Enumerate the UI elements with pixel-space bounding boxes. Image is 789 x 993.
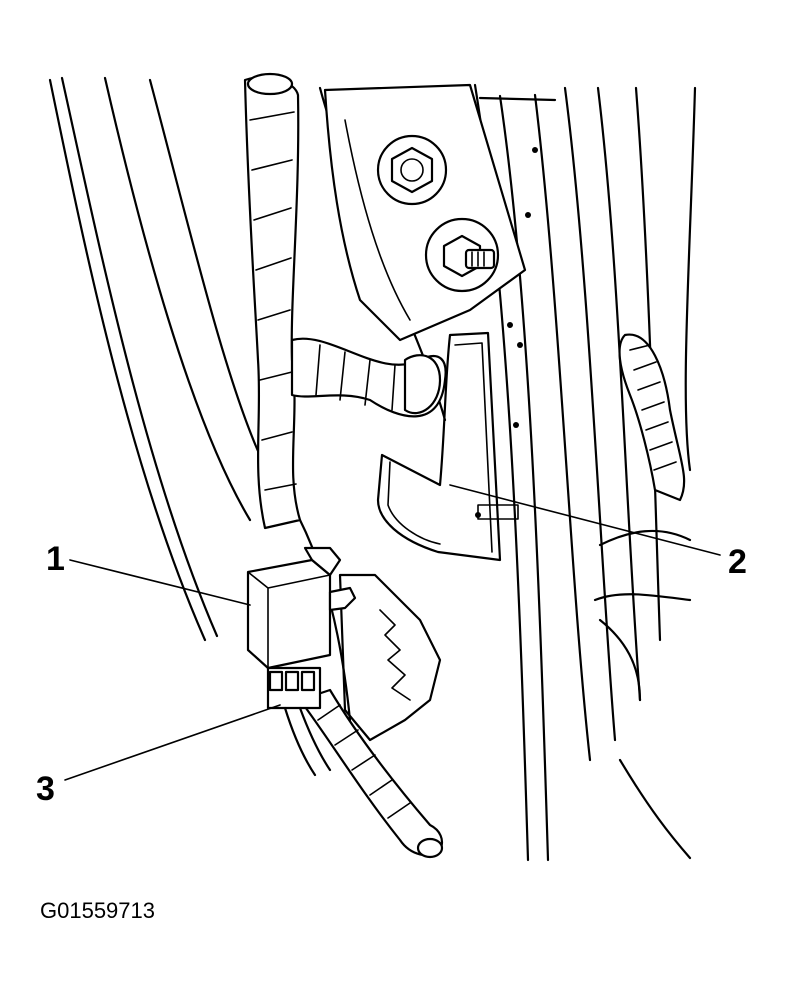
callout-1: 1 [46,540,65,578]
leader-line-1 [69,559,251,606]
body-panel-left [48,76,264,642]
leader-line-2 [449,484,721,556]
leader-line-3 [64,704,281,781]
wiring-harness-main [243,72,302,530]
wiring-harness-branch [290,337,447,418]
bolt-upper [376,134,448,206]
callout-2: 2 [728,543,747,581]
callout-3: 3 [36,770,55,808]
mounting-bracket [323,83,527,342]
relay [246,546,357,670]
wiring-harness-lower [298,688,444,859]
leader-lines [64,484,721,781]
bolt-lower [424,217,500,293]
relay-bracket [376,331,519,562]
figure-id: G01559713 [40,898,155,923]
wiring-harness-right [593,333,692,702]
rail-holes [475,147,538,518]
relay-connector [266,666,332,777]
